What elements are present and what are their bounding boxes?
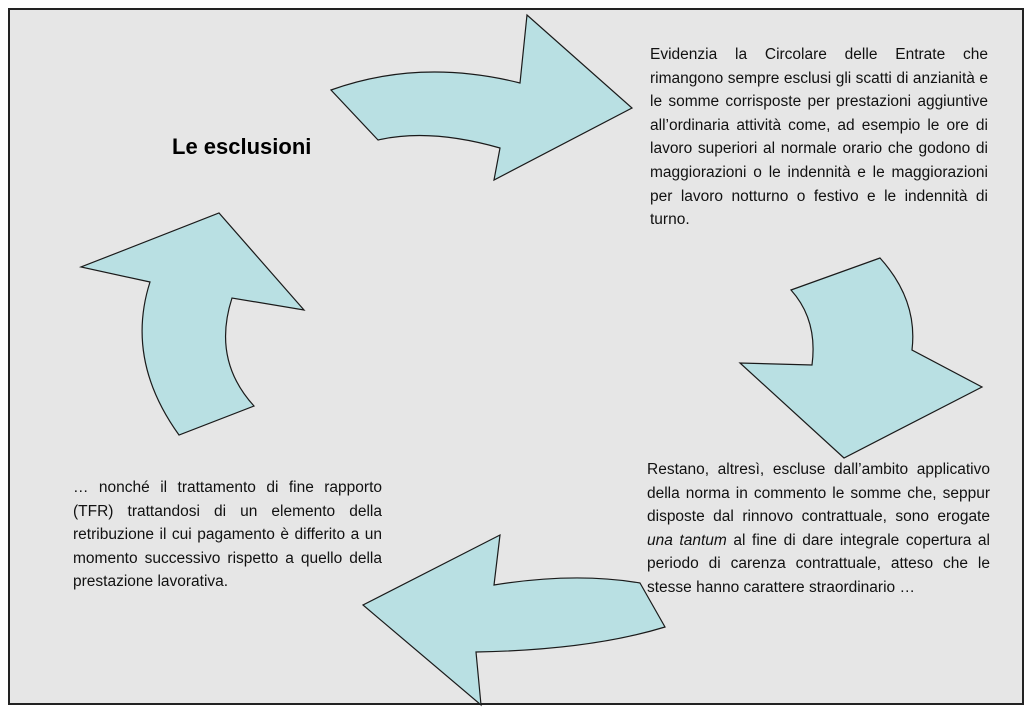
arrow-left-up-icon xyxy=(78,212,306,436)
diagram-title: Le esclusioni xyxy=(172,134,312,159)
text-block-bottom-right: Restano, altresì, escluse dall’ambito ap… xyxy=(647,458,990,600)
text-block-top-right: Evidenzia la Circolare delle Entrate che… xyxy=(650,46,988,229)
arrow-right-down-icon xyxy=(738,257,984,459)
arrow-bottom-left-icon xyxy=(361,533,666,707)
arrow-top-right-icon xyxy=(329,13,634,182)
text-block-bottom-left: … nonché il trattamento di fine rapporto… xyxy=(73,479,382,591)
text-italic: una tantum xyxy=(647,531,727,549)
text-part: al fine di dare integrale copertura al p… xyxy=(647,531,990,596)
text-part: Restano, altresì, escluse dall’ambito ap… xyxy=(647,461,990,526)
